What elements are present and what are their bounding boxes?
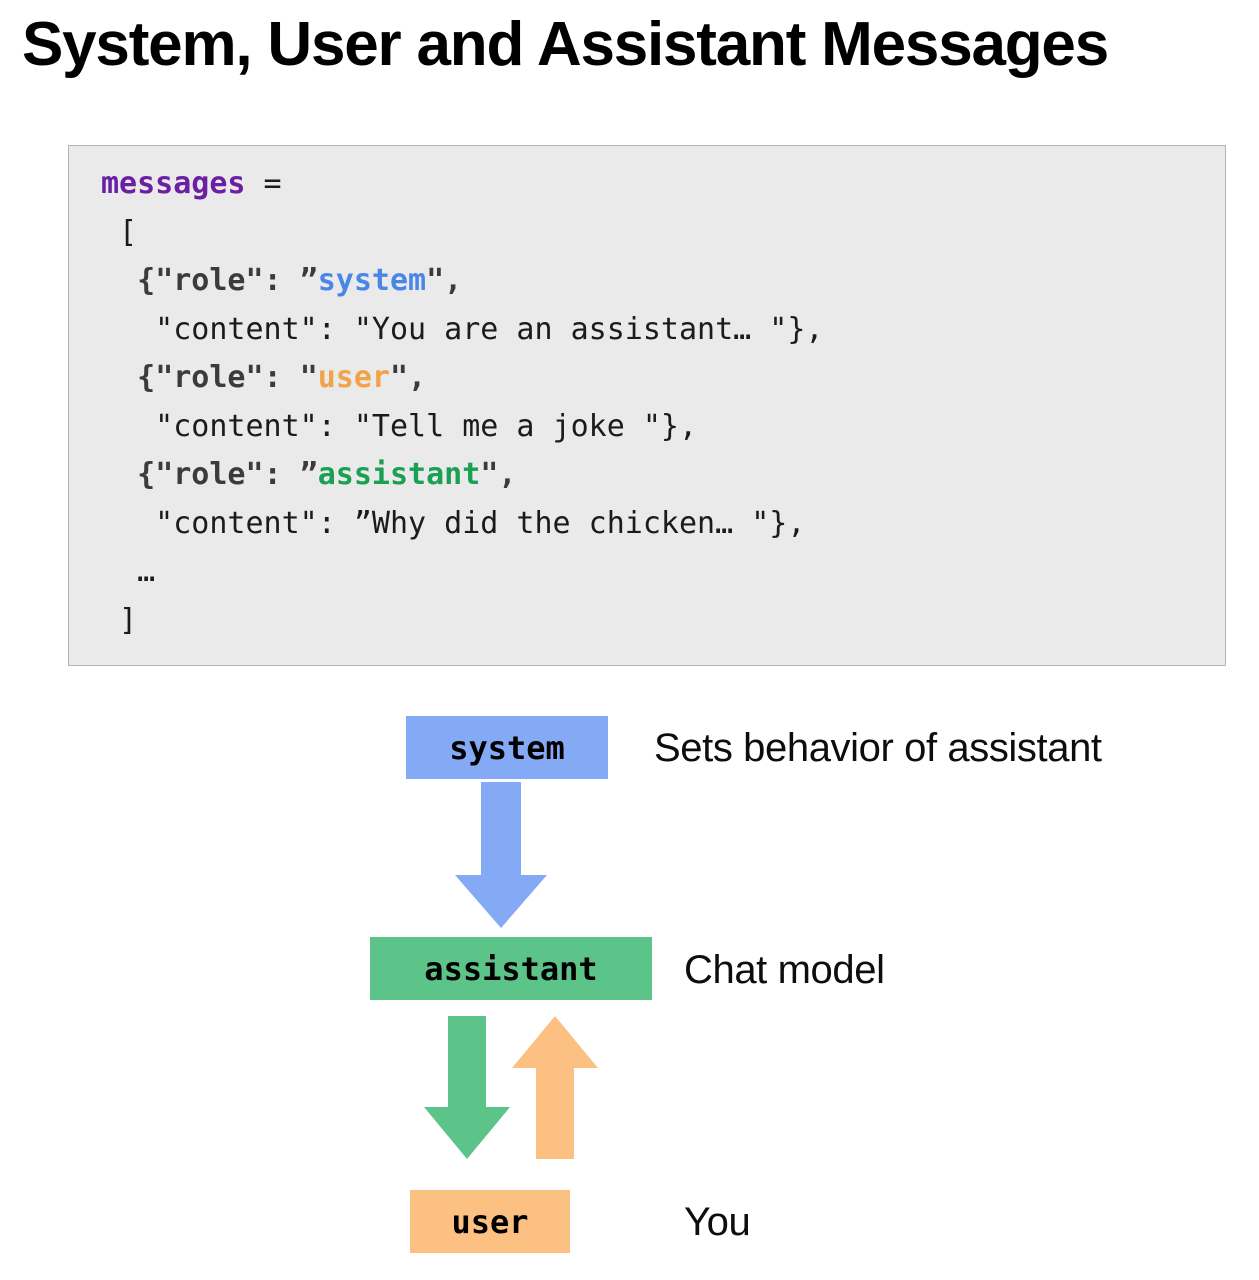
diagram-box-system[interactable]: system: [406, 716, 608, 779]
code-line-line-role-system: {"role": ”system",: [101, 257, 823, 306]
code-token-key: {: [101, 360, 156, 395]
code-token-key: :: [263, 360, 300, 395]
diagram-description-system: Sets behavior of assistant: [654, 726, 1102, 770]
code-token-plain: ]: [101, 602, 138, 638]
code-token-key: :: [263, 457, 300, 492]
code-token-key: {: [101, 263, 156, 298]
code-token-user: user: [317, 360, 390, 395]
code-listing: messages = [ {"role": ”system", "content…: [101, 160, 823, 645]
code-token-plain: =: [245, 166, 282, 201]
code-token-key: "role": [155, 457, 264, 492]
code-line-line-open-bracket: [: [101, 209, 823, 258]
message-flow-diagram: system Sets behavior of assistant assist…: [0, 690, 1259, 1280]
code-token-key: ",: [426, 263, 463, 298]
code-line-line-close-bracket: ]: [101, 597, 823, 646]
code-token-key: {: [101, 457, 156, 492]
code-token-var: messages: [101, 166, 246, 201]
code-line-line-ellipsis: …: [101, 548, 823, 597]
diagram-box-user[interactable]: user: [410, 1190, 570, 1253]
code-token-plain: …: [101, 554, 156, 589]
code-line-line-role-user: {"role": "user",: [101, 354, 823, 403]
diagram-box-user-label: user: [451, 1202, 529, 1241]
code-token-key: ”: [299, 263, 318, 298]
arrow-down-system-to-assistant: [455, 782, 547, 928]
diagram-box-system-label: system: [449, 728, 565, 767]
diagram-description-assistant: Chat model: [684, 948, 885, 992]
code-line-line-content-assistant: "content": ”Why did the chicken… "},: [101, 500, 823, 549]
code-token-system: system: [317, 263, 427, 298]
diagram-box-assistant-label: assistant: [424, 949, 598, 988]
code-token-key: ",: [390, 360, 427, 395]
arrow-up-user-to-assistant: [512, 1016, 598, 1159]
code-line-line-assign: messages =: [101, 160, 823, 209]
diagram-box-assistant[interactable]: assistant: [370, 937, 652, 1000]
code-token-key: ": [299, 360, 318, 395]
code-token-plain: [: [101, 214, 138, 250]
code-token-assistant: assistant: [317, 457, 481, 492]
code-line-line-role-assistant: {"role": ”assistant",: [101, 451, 823, 500]
code-block: messages = [ {"role": ”system", "content…: [68, 145, 1226, 666]
arrow-down-assistant-to-user: [424, 1016, 510, 1159]
diagram-description-user: You: [684, 1200, 751, 1244]
code-line-line-content-user: "content": "Tell me a joke "},: [101, 403, 823, 452]
code-token-key: ”: [299, 457, 318, 492]
code-line-line-content-system: "content": "You are an assistant… "},: [101, 306, 823, 355]
code-token-key: ",: [480, 457, 517, 492]
code-token-key: :: [263, 263, 300, 298]
code-token-key: "role": [155, 263, 264, 298]
code-token-key: "role": [155, 360, 264, 395]
page-title: System, User and Assistant Messages: [22, 10, 1109, 79]
code-token-plain: "content": "Tell me a joke "},: [101, 408, 698, 444]
code-token-plain: "content": "You are an assistant… "},: [101, 311, 824, 347]
code-token-plain: "content": ”Why did the chicken… "},: [101, 505, 806, 541]
